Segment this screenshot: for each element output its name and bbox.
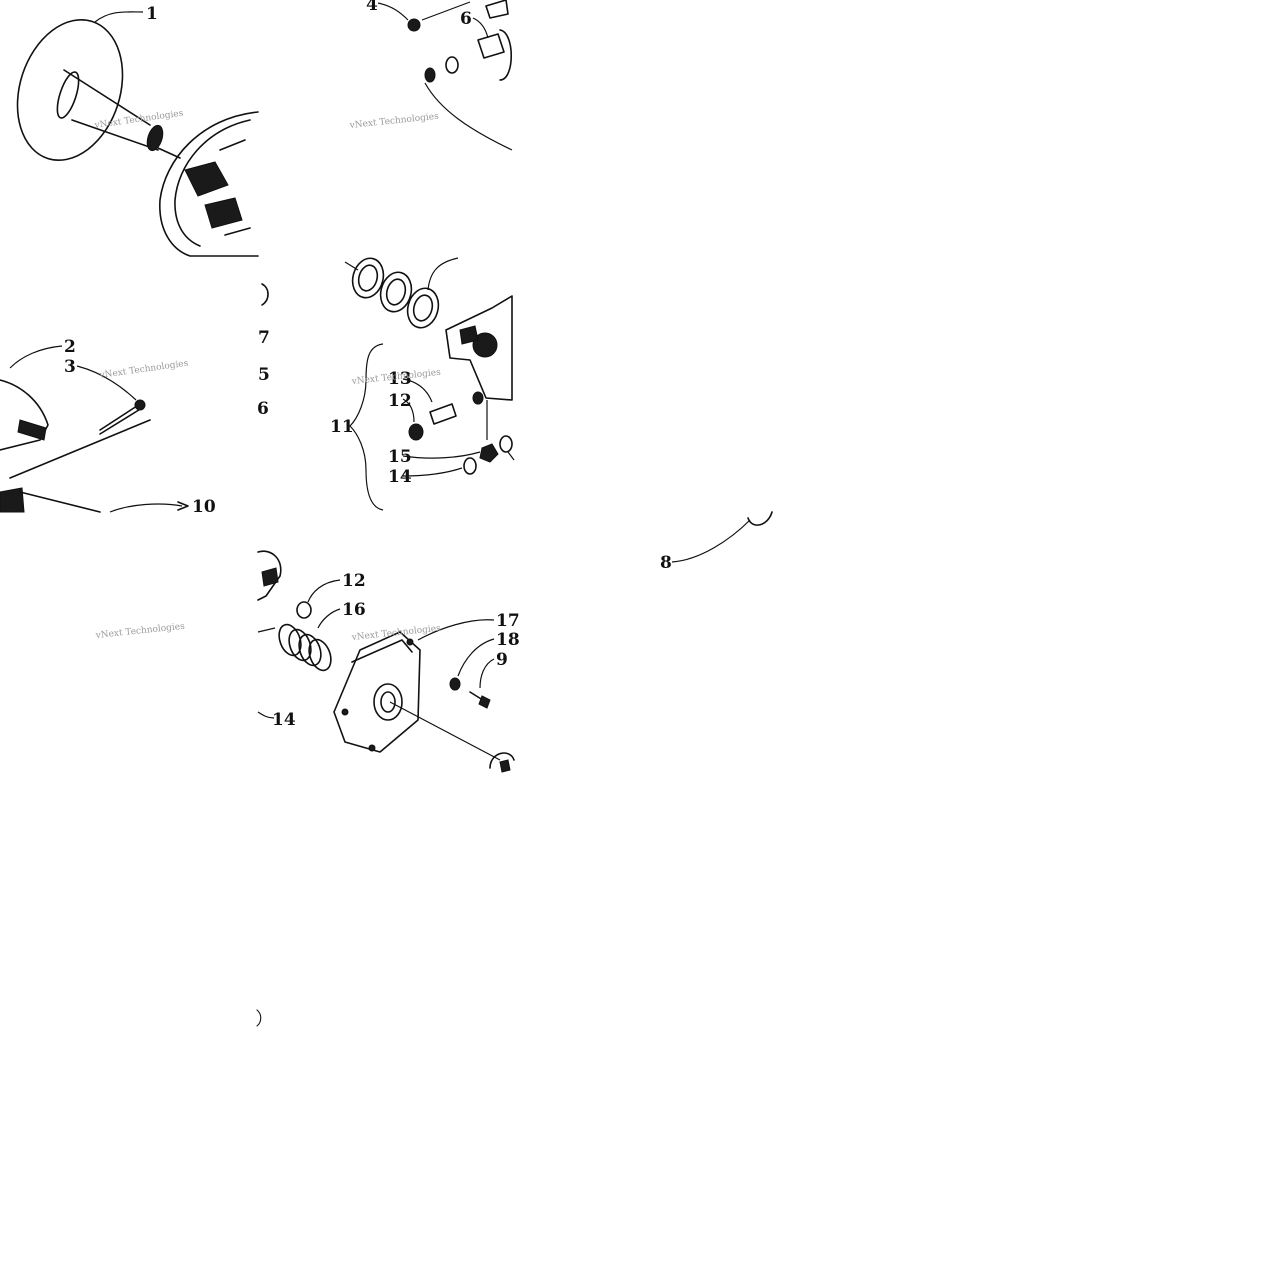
spider-hub: [445, 295, 513, 401]
tile-cover-assembly: 12 16 17 18 9 14 vNext Techno: [257, 550, 520, 773]
nut-4: [407, 18, 421, 32]
watermark-text: vNext Technologies: [350, 624, 441, 643]
watermark-text: vNext Technologies: [98, 359, 189, 382]
tile-spider-top: 4 6 vNext Technologies: [348, 0, 513, 151]
bracket-11: [349, 343, 384, 511]
stray-fragment-lower: [256, 1009, 262, 1027]
callout-5: 5: [258, 365, 270, 385]
callout-6-top: 6: [460, 9, 472, 29]
callout-17: 17: [496, 611, 520, 631]
tile-blank-lower-left: vNext Technologies: [94, 622, 185, 641]
tile-arm-assembly: 2 3 10 vNext Technologies: [0, 337, 216, 517]
tile-fragment-8: 8: [660, 511, 773, 573]
bolt-3: [99, 403, 141, 431]
callout-3: 3: [64, 357, 76, 377]
callout-11: 11: [330, 417, 354, 437]
pin-top: [445, 56, 459, 74]
washer-14: [463, 457, 477, 475]
callout-16: 16: [342, 600, 366, 620]
watermark-text: vNext Technologies: [348, 112, 439, 131]
roller-12-low: [296, 601, 312, 619]
callout-18: 18: [496, 630, 520, 650]
sheave-disc-1: [16, 19, 124, 161]
callout-4: 4: [366, 0, 378, 15]
callout-12-low: 12: [342, 571, 366, 591]
callout-12-mid: 12: [388, 391, 412, 411]
watermark-text: vNext Technologies: [93, 109, 184, 132]
callout-13: 13: [388, 369, 412, 389]
callout-1: 1: [146, 4, 158, 24]
movable-sheave-rim: [159, 111, 259, 257]
lockwasher-18: [449, 677, 461, 691]
callout-14-low: 14: [272, 710, 296, 730]
nut-15: [479, 443, 499, 463]
roller-12: [408, 423, 424, 441]
callout-15: 15: [388, 447, 412, 467]
cover-plate-17: [333, 631, 421, 753]
callout-2: 2: [64, 337, 76, 357]
washer-top: [424, 67, 436, 83]
arm-casting: [0, 379, 49, 451]
tile-spider-exploded: 7 5 6 11 13 12 15 14 vNext Technologies: [257, 257, 515, 511]
roller-pin-13: [429, 403, 457, 425]
callout-6-mid: 6: [257, 399, 269, 419]
spring-16: [278, 623, 332, 672]
callout-9: 9: [496, 650, 508, 670]
callout-7: 7: [258, 328, 270, 348]
tile-sheave-assembly: 1 vNext Technologies: [16, 4, 259, 257]
callout-8: 8: [660, 553, 672, 573]
callout-14-mid: 14: [388, 467, 412, 487]
watermark-text: vNext Technologies: [94, 622, 185, 641]
roller-6: [477, 33, 505, 59]
callout-10: 10: [192, 497, 216, 517]
